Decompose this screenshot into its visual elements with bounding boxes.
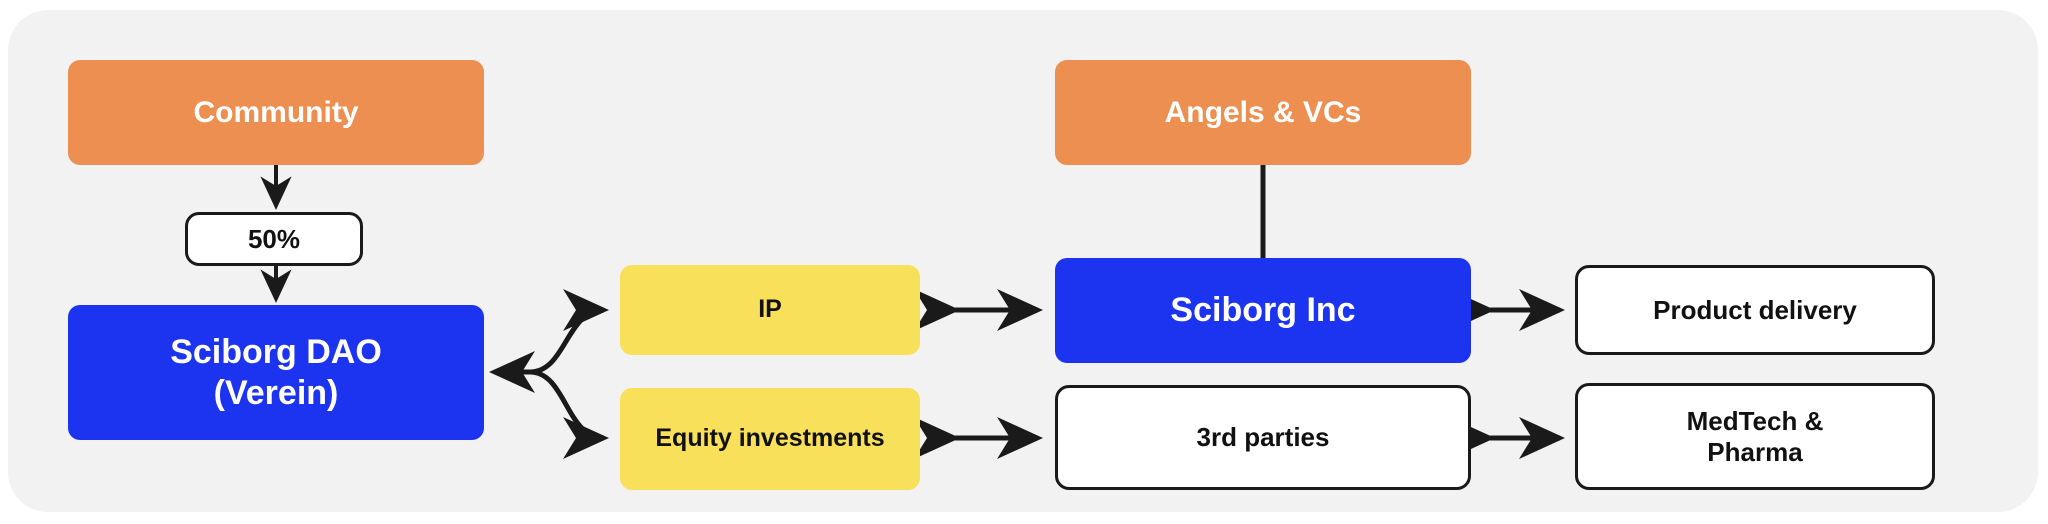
node-sciborg-dao-label: Sciborg DAO(Verein) — [170, 333, 382, 412]
node-sciborg-dao[interactable]: Sciborg DAO(Verein) — [68, 305, 484, 440]
node-equity-investments-label: Equity investments — [655, 424, 885, 453]
node-ip-label: IP — [758, 295, 782, 324]
node-community[interactable]: Community — [68, 60, 484, 165]
node-product-delivery-label: Product delivery — [1653, 294, 1857, 325]
node-product-delivery[interactable]: Product delivery — [1575, 265, 1935, 355]
node-fifty-percent[interactable]: 50% — [185, 212, 363, 266]
node-sciborg-inc-label: Sciborg Inc — [1170, 291, 1356, 330]
node-angels-and-vcs[interactable]: Angels & VCs — [1055, 60, 1471, 165]
node-community-label: Community — [193, 95, 359, 129]
node-equity-investments[interactable]: Equity investments — [620, 388, 920, 490]
node-third-parties-label: 3rd parties — [1196, 422, 1330, 453]
node-medtech-and-pharma-label: MedTech &Pharma — [1686, 405, 1824, 467]
node-ip[interactable]: IP — [620, 265, 920, 355]
node-angels-and-vcs-label: Angels & VCs — [1164, 95, 1362, 129]
node-third-parties[interactable]: 3rd parties — [1055, 385, 1471, 490]
node-fifty-percent-label: 50% — [247, 223, 301, 254]
node-sciborg-inc[interactable]: Sciborg Inc — [1055, 258, 1471, 363]
node-medtech-and-pharma[interactable]: MedTech &Pharma — [1575, 383, 1935, 490]
